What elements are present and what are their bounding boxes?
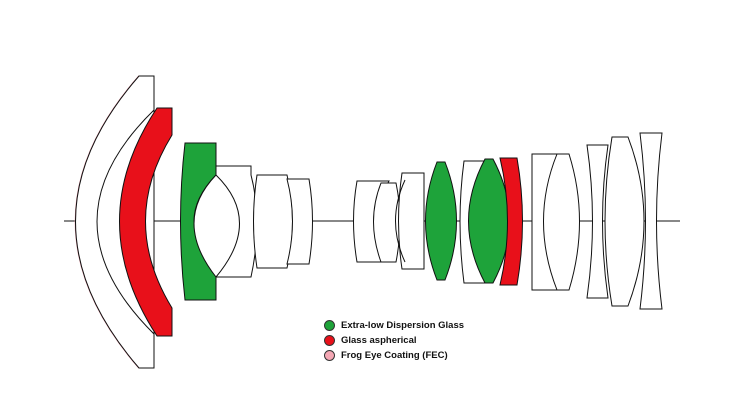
lens-element-14 <box>639 132 663 310</box>
legend-label: Glass aspherical <box>341 335 417 346</box>
lens-element-8 <box>398 172 425 270</box>
lens-element-5 <box>286 178 313 265</box>
lens-element-7 <box>373 182 401 263</box>
legend: Extra-low Dispersion Glass Glass aspheri… <box>324 318 464 363</box>
lens-element-11 <box>543 153 580 291</box>
aspherical-element-2 <box>499 157 523 286</box>
pink-dot-icon <box>324 350 335 361</box>
lens-element-4 <box>253 174 293 269</box>
aspherical-element-1 <box>119 107 173 337</box>
legend-item-aspherical: Glass aspherical <box>324 333 464 348</box>
lens-element-3-front-curve <box>215 174 240 278</box>
legend-item-ed-glass: Extra-low Dispersion Glass <box>324 318 464 333</box>
lens-element-1-rear-curve <box>96 109 155 335</box>
legend-label: Frog Eye Coating (FEC) <box>341 350 448 361</box>
lens-element-8-curve <box>395 179 406 263</box>
legend-label: Extra-low Dispersion Glass <box>341 320 465 331</box>
green-dot-icon <box>324 320 335 331</box>
lens-element-12 <box>586 144 609 299</box>
legend-item-fec: Frog Eye Coating (FEC) <box>324 348 464 363</box>
lens-element-13 <box>604 136 645 307</box>
red-dot-icon <box>324 335 335 346</box>
ed-element-2 <box>425 161 457 281</box>
